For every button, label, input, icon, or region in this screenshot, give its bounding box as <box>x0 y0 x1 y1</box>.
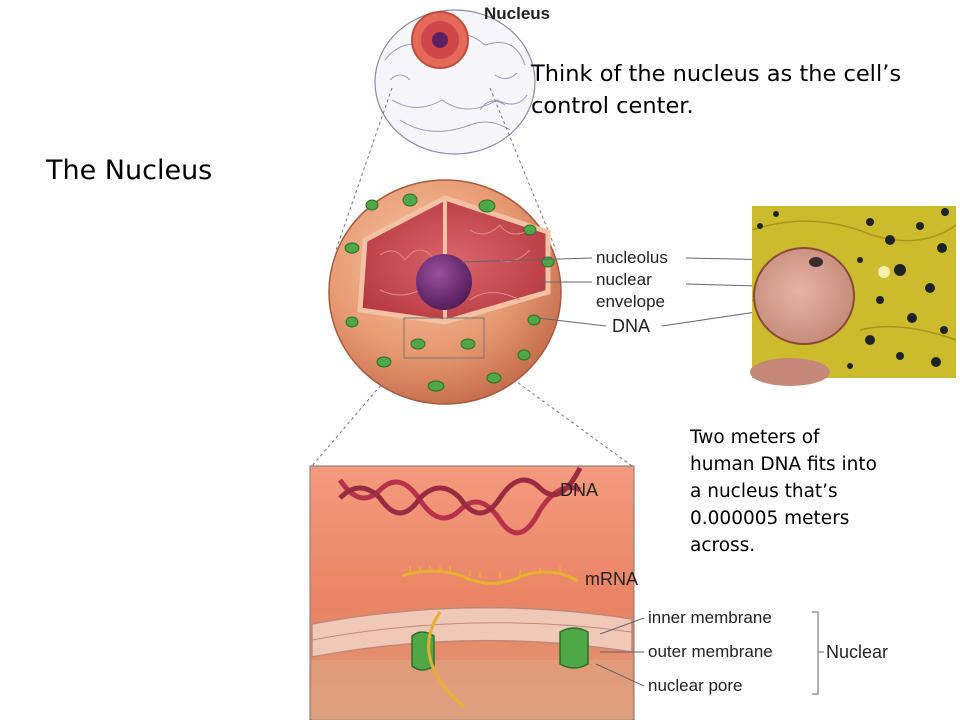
label-nuclear-pore: nuclear pore <box>648 676 743 695</box>
label-mrna: mRNA <box>585 569 638 589</box>
slide-title: The Nucleus <box>46 155 213 186</box>
label-inner-membrane: inner membrane <box>648 608 772 627</box>
callout-control-center: Think of the nucleus as the cell’s contr… <box>531 61 902 119</box>
label-outer-membrane: outer membrane <box>648 642 773 661</box>
cell-thumbnail <box>374 9 536 155</box>
micrograph <box>750 206 957 386</box>
label-nucleolus: nucleolus <box>596 248 668 267</box>
label-dna-detail: DNA <box>560 480 599 500</box>
label-nuclear-envelope-line2: envelope <box>596 292 666 311</box>
nucleus-sphere <box>328 179 562 405</box>
detail-leader-lines <box>595 611 824 695</box>
detail-panel <box>309 465 635 720</box>
leader-lines <box>461 257 783 327</box>
callout-dna-length: Two meters of human DNA fits into a nucl… <box>690 427 877 556</box>
label-nuclear-group: Nuclear <box>826 642 889 662</box>
label-nucleus: Nucleus <box>484 4 551 23</box>
label-nuclear-envelope-line1: nuclear <box>596 270 652 289</box>
label-dna: DNA <box>612 316 651 336</box>
